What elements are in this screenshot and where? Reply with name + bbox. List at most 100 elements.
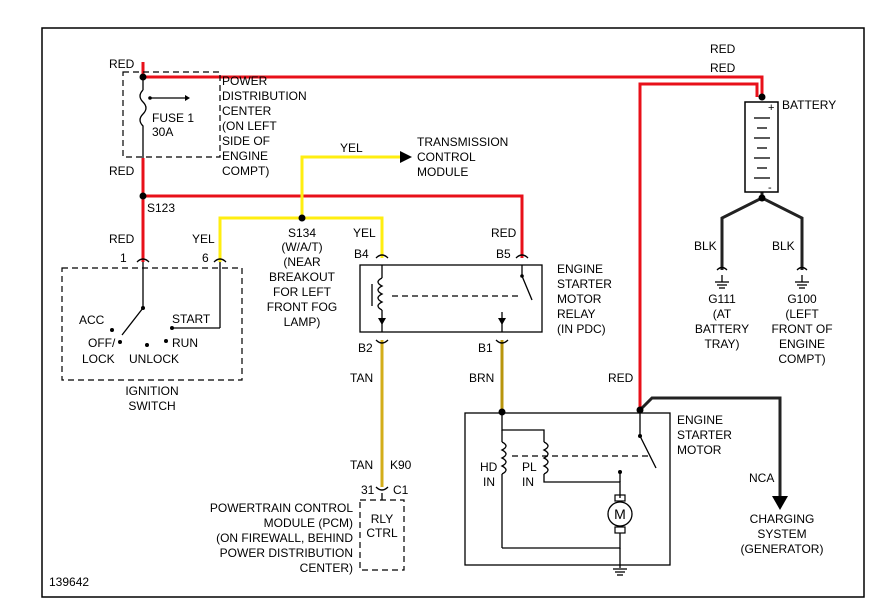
- pdc-line: CENTER: [222, 104, 272, 118]
- pdc-line: DISTRIBUTION: [222, 89, 307, 103]
- pdc-line: COMPT): [222, 164, 269, 178]
- tcm-arrow-icon: [400, 151, 412, 163]
- relay-labels: B4 B5 B2 B1 ENGINE STARTER MOTOR RELAY (…: [354, 247, 612, 355]
- charging-label: CHARGING SYSTEM (GENERATOR): [741, 512, 824, 556]
- fuse-rating: 30A: [152, 125, 173, 139]
- relay-pin: B4: [354, 247, 369, 261]
- ign-run: RUN: [172, 336, 198, 350]
- splice-s134-label: S134 (W/A/T) (NEAR BREAKOUT FOR LEFT FRO…: [267, 226, 337, 329]
- relay-pin: B1: [478, 341, 493, 355]
- fuse-name: FUSE 1: [152, 111, 194, 125]
- ign-off: OFF/: [88, 336, 116, 350]
- starter-title: STARTER: [677, 428, 732, 442]
- ign-start: START: [172, 312, 211, 326]
- wire-label: RED: [491, 226, 517, 240]
- starter-labels: ENGINE STARTER MOTOR HD IN PL IN M: [480, 413, 732, 522]
- wire-label: TAN: [350, 458, 373, 472]
- pcm-title: MODULE (PCM): [264, 516, 353, 530]
- battery-plus: +: [768, 102, 774, 114]
- wire-label: YEL: [192, 232, 215, 246]
- pcm-pin: 31: [361, 483, 375, 497]
- wire-label: RED: [608, 371, 634, 385]
- wire-label: BRN: [469, 371, 494, 385]
- relay-title: RELAY: [557, 307, 595, 321]
- s134-line: BREAKOUT: [269, 270, 336, 284]
- pcm-ctrl: CTRL: [366, 526, 398, 540]
- splice-s123-label: S123: [147, 201, 175, 215]
- ign-pin1: 1: [120, 251, 127, 265]
- pcm-labels: K90 31 C1 RLY CTRL POWERTRAIN CONTROL MO…: [210, 458, 412, 575]
- ign-lock: LOCK: [82, 352, 115, 366]
- motor-label: M: [614, 506, 626, 522]
- pdc-line: (ON LEFT: [222, 119, 277, 133]
- splice-dot-s123: [139, 192, 147, 200]
- relay-title: STARTER: [557, 277, 612, 291]
- wire-label: NCA: [749, 471, 774, 485]
- pcm-connector: C1: [393, 483, 409, 497]
- pcm-circuit: K90: [390, 458, 412, 472]
- s134-line: FOR LEFT: [273, 285, 332, 299]
- pdc-line: ENGINE: [222, 149, 268, 163]
- starter-title: MOTOR: [677, 443, 722, 457]
- pdc-line: SIDE OF: [222, 134, 270, 148]
- tcm-line: CONTROL: [417, 150, 476, 164]
- splice-dot-batt: [758, 93, 766, 101]
- s134-line: FRONT FOG: [267, 300, 337, 314]
- wire-label: YEL: [340, 141, 363, 155]
- splice-dot-starter: [636, 406, 644, 414]
- pdc-label: POWER DISTRIBUTION CENTER (ON LEFT SIDE …: [152, 74, 307, 178]
- g100-line: COMPT): [778, 352, 825, 366]
- relay-title: (IN PDC): [557, 322, 606, 336]
- g100-line: (LEFT: [785, 307, 819, 321]
- s134-line: S134: [288, 226, 316, 240]
- splice-dot-batt-neg: [758, 194, 766, 202]
- power-distribution-center: [122, 71, 221, 158]
- pcm-title: POWER DISTRIBUTION: [220, 546, 353, 560]
- starter-hd: HD: [480, 460, 498, 474]
- starter-title: ENGINE: [677, 413, 723, 427]
- g111-line: TRAY): [704, 337, 739, 351]
- relay-title: MOTOR: [557, 292, 602, 306]
- wire-label: BLK: [772, 239, 795, 253]
- ign-pin6: 6: [202, 251, 209, 265]
- ign-title: SWITCH: [128, 399, 175, 413]
- charging-line: CHARGING: [750, 512, 815, 526]
- battery-minus: -: [768, 182, 772, 194]
- wire-label: RED: [109, 164, 135, 178]
- wire-labels: RED RED RED RED RED RED RED YEL YEL YEL …: [109, 42, 795, 485]
- ignition-labels: 1 6 ACC START OFF/ LOCK UNLOCK RUN IGNIT…: [79, 251, 211, 413]
- s134-line: LAMP): [284, 315, 321, 329]
- relay-pin: B2: [358, 341, 373, 355]
- pcm-ctrl: RLY: [371, 512, 393, 526]
- ign-acc: ACC: [79, 313, 105, 327]
- starter-pl: IN: [522, 475, 534, 489]
- s134-line: (NEAR: [283, 255, 321, 269]
- wire-label: RED: [710, 61, 736, 75]
- ground-starter-icon: [613, 568, 627, 576]
- red-wires: [141, 62, 764, 410]
- charging-arrow-icon: [772, 496, 788, 510]
- wire-label: TAN: [350, 371, 373, 385]
- g111-line: BATTERY: [695, 322, 749, 336]
- pcm: [359, 486, 405, 571]
- ign-unlock: UNLOCK: [129, 352, 179, 366]
- splice-dot-s134: [298, 214, 306, 222]
- relay-pin: B5: [496, 247, 511, 261]
- wire-label: RED: [109, 57, 135, 71]
- relay-title: ENGINE: [557, 262, 603, 276]
- pdc-line: POWER: [222, 74, 268, 88]
- g100-line: ENGINE: [779, 337, 825, 351]
- g111-line: (AT: [713, 307, 732, 321]
- s134-line: (W/A/T): [281, 240, 322, 254]
- pcm-title: CENTER): [300, 561, 353, 575]
- tcm-line: TRANSMISSION: [417, 135, 508, 149]
- charging-line: SYSTEM: [757, 527, 806, 541]
- battery: [744, 101, 779, 193]
- ground-g100-icon: [795, 266, 809, 289]
- starter-motor: [464, 412, 671, 568]
- charging-line: (GENERATOR): [741, 542, 824, 556]
- wire-label: RED: [109, 232, 135, 246]
- starter-hd: IN: [483, 475, 495, 489]
- diagram-frame: [41, 27, 865, 598]
